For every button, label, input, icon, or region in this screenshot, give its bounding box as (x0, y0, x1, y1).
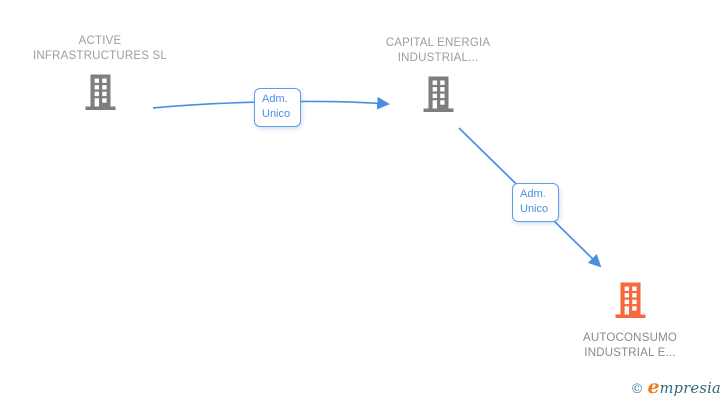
node-label: CAPITAL ENERGIA INDUSTRIAL... (385, 37, 491, 64)
node-active-infrastructures[interactable]: ACTIVE INFRASTRUCTURES SL (29, 34, 171, 116)
empresia-logo[interactable]: © e mpresia (630, 376, 721, 398)
edge-label-adm-unico-2: Adm. Unico (512, 183, 559, 222)
brand-text: mpresia (659, 381, 721, 397)
building-icon (614, 281, 647, 324)
node-label: AUTOCONSUMO INDUSTRIAL E... (583, 332, 677, 359)
edge-label-adm-unico-1: Adm. Unico (254, 88, 301, 127)
building-icon (84, 73, 117, 116)
node-capital-energia[interactable]: CAPITAL ENERGIA INDUSTRIAL... (384, 36, 492, 118)
node-autoconsumo-industrial[interactable]: AUTOCONSUMO INDUSTRIAL E... (568, 281, 692, 361)
node-label: ACTIVE INFRASTRUCTURES SL (33, 35, 167, 62)
building-icon (422, 75, 455, 118)
copyright-icon: © (630, 382, 644, 397)
brand-initial: e (647, 376, 660, 398)
